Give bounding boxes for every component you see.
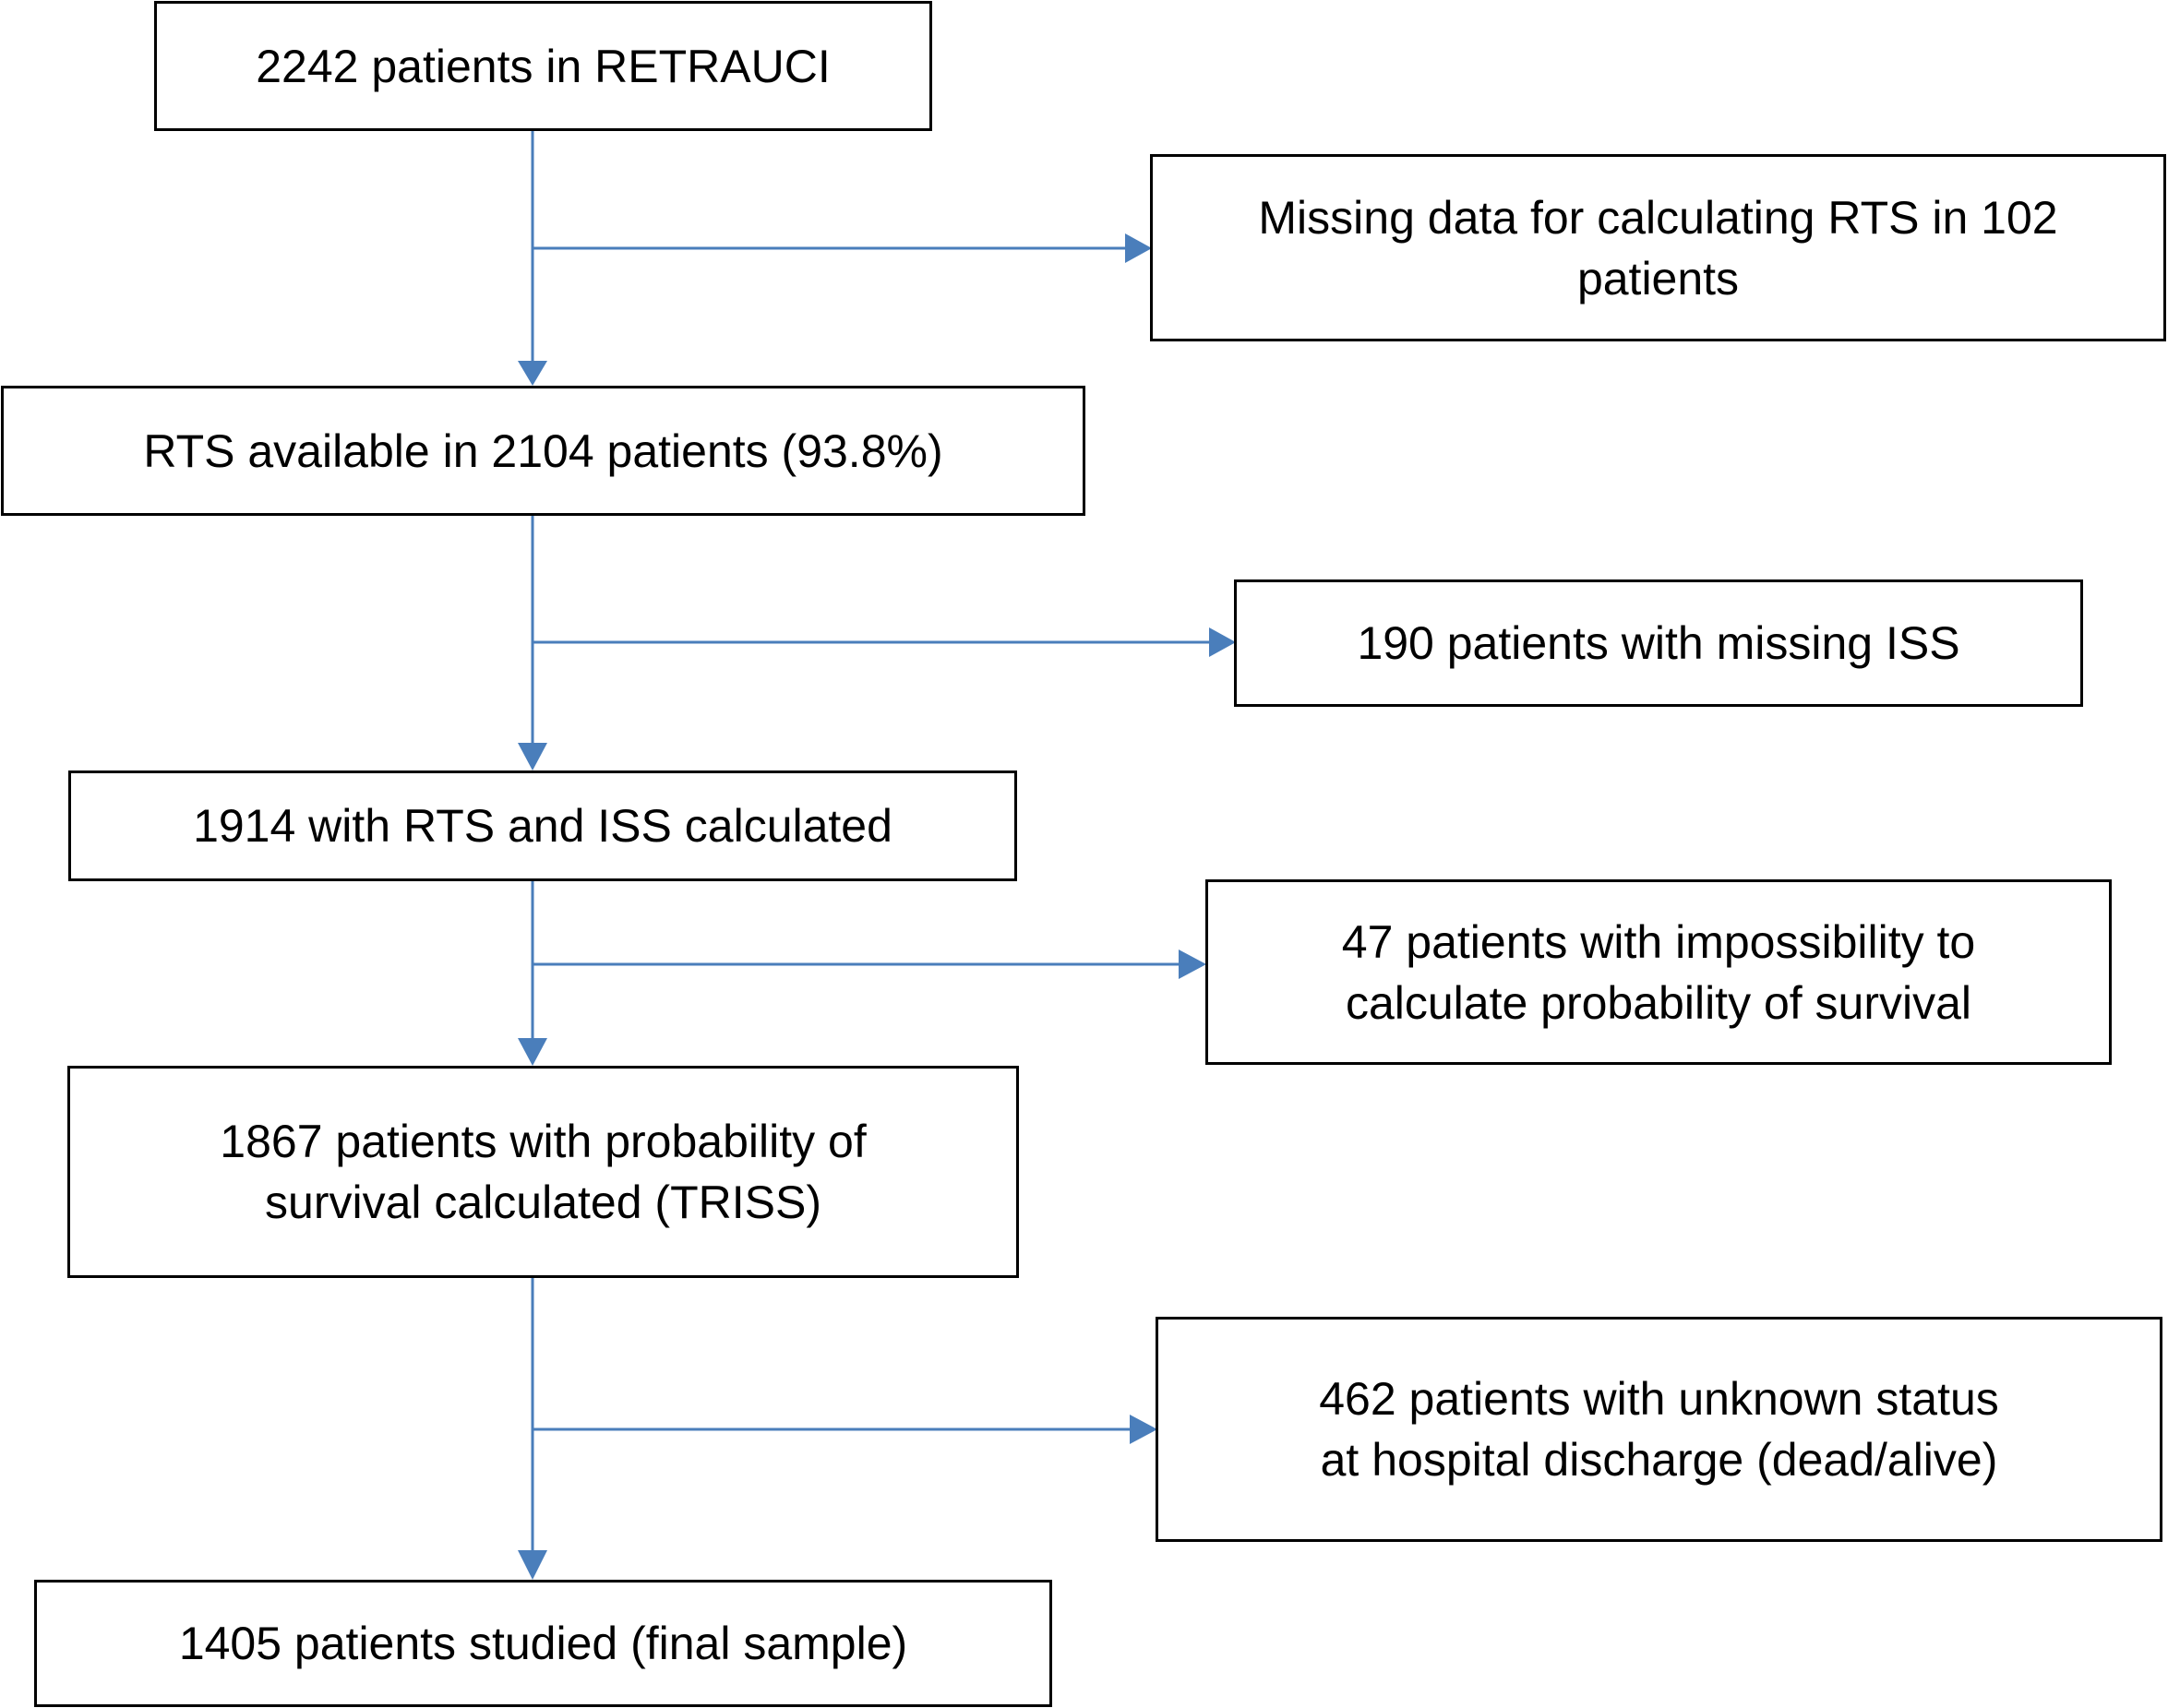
box-text: at hospital discharge (dead/alive) <box>1320 1434 1998 1486</box>
box-rts-iss: 1914 with RTS and ISS calculated <box>68 770 1017 881</box>
arrowhead-icon <box>1125 233 1152 263</box>
box-triss: 1867 patients with probability of surviv… <box>67 1066 1019 1278</box>
box-text: 2242 patients in RETRAUCI <box>256 40 831 92</box>
box-rts-available: RTS available in 2104 patients (93.8%) <box>1 386 1085 516</box>
box-text: 190 patients with missing ISS <box>1357 617 1960 669</box>
arrowhead-icon <box>518 1038 547 1066</box>
box-final-sample: 1405 patients studied (final sample) <box>34 1580 1052 1707</box>
box-text: 47 patients with impossibility to <box>1341 915 1976 968</box>
box-missing-rts: Missing data for calculating RTS in 102 … <box>1150 154 2166 341</box>
box-text: 1405 patients studied (final sample) <box>178 1618 908 1669</box>
box-unknown-status: 462 patients with unknown status at hosp… <box>1156 1317 2162 1542</box>
arrowhead-icon <box>1209 627 1236 657</box>
arrowhead-icon <box>518 361 547 386</box>
box-text: survival calculated (TRISS) <box>265 1176 821 1228</box>
box-text: calculate probability of survival <box>1345 976 1972 1029</box>
box-text: 462 patients with unknown status <box>1319 1373 1999 1425</box>
box-missing-iss: 190 patients with missing ISS <box>1234 579 2083 707</box>
arrowhead-icon <box>518 743 547 770</box>
box-no-probability: 47 patients with impossibility to calcul… <box>1205 879 2112 1065</box>
box-text: 1867 patients with probability of <box>220 1116 867 1167</box>
box-text: Missing data for calculating RTS in 102 <box>1258 191 2058 244</box>
box-text: 1914 with RTS and ISS calculated <box>193 800 892 852</box>
box-text: RTS available in 2104 patients (93.8%) <box>143 424 943 477</box>
arrowhead-icon <box>1130 1415 1157 1444</box>
arrowhead-icon <box>1179 950 1206 979</box>
arrowhead-icon <box>518 1550 547 1580</box>
box-text: patients <box>1576 252 1740 305</box>
box-retrauci: 2242 patients in RETRAUCI <box>154 1 932 131</box>
